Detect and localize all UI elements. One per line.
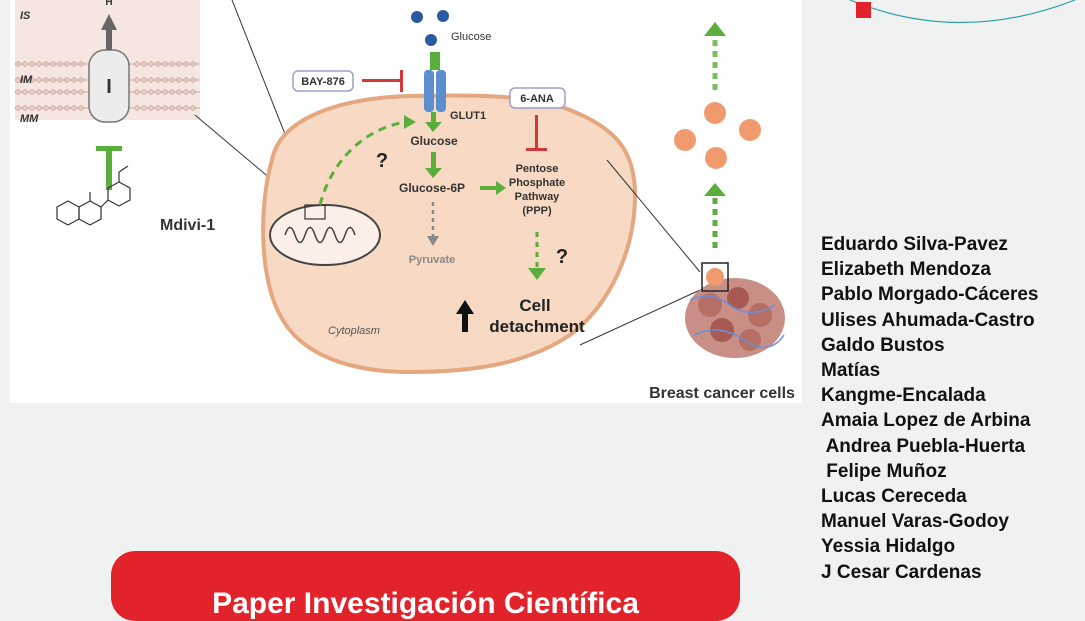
detached-cells-icon xyxy=(674,102,761,169)
author-name: J Cesar Cardenas xyxy=(821,561,982,583)
author-name: Galdo Bustos xyxy=(821,334,945,356)
pathway-figure: IS IM MM H I Mdivi-1 xyxy=(10,0,802,403)
6ana-label: 6-ANA xyxy=(520,93,554,105)
pyruvate-arrowhead xyxy=(427,236,439,246)
glut1-transporter-icon xyxy=(424,52,446,112)
mdivi-inhibition-icon xyxy=(96,146,122,190)
author-name: Kangme-Encalada xyxy=(821,385,986,407)
author-list: Eduardo Silva-Pavez Elizabeth Mendoza Pa… xyxy=(821,232,1039,585)
author-name: Yessia Hidalgo xyxy=(821,536,956,558)
tumor-zoom-line-bottom xyxy=(579,289,701,346)
glucose-inside-label: Glucose xyxy=(410,134,458,148)
ppp-line-2: Phosphate xyxy=(509,177,565,189)
migration-arrowhead-lower xyxy=(704,183,726,196)
channel-label: I xyxy=(106,76,112,98)
author-name: Matías xyxy=(821,360,881,382)
glucose-6p-label: Glucose-6P xyxy=(399,181,465,195)
bay876-label: BAY-876 xyxy=(301,76,345,88)
migration-arrowhead-upper xyxy=(704,22,726,36)
pathway-diagram: IS IM MM H I Mdivi-1 xyxy=(15,0,795,402)
mito-glucose-arrowhead xyxy=(404,115,416,129)
question-mark-1: ? xyxy=(376,150,388,172)
author-name: Eduardo Silva-Pavez xyxy=(821,234,1008,255)
title-banner: Paper Investigación Científica xyxy=(111,551,740,621)
ppp-flow-arrow xyxy=(480,181,506,195)
ppp-line-4: (PPP) xyxy=(522,205,552,217)
glucose-molecules-icon xyxy=(411,10,449,46)
question-mark-2: ? xyxy=(556,246,568,268)
author-name: Elizabeth Mendoza xyxy=(821,259,991,281)
author-name: Manuel Varas-Godoy xyxy=(821,511,1009,533)
glut1-label: GLUT1 xyxy=(450,110,486,122)
6ana-inhibition-icon xyxy=(526,115,547,151)
proton-label: H xyxy=(105,0,112,8)
label-mm: MM xyxy=(20,113,39,125)
tumor-zoom-line-top xyxy=(606,159,701,273)
cell-body xyxy=(261,93,638,375)
mitochondrion-icon xyxy=(269,204,381,266)
mito-glucose-arrow xyxy=(318,120,406,206)
breast-cancer-cells-label: Breast cancer cells xyxy=(649,385,795,402)
pyruvate-label: Pyruvate xyxy=(409,254,455,266)
tumor-cluster-icon xyxy=(685,262,785,358)
increase-arrow-icon xyxy=(456,300,474,332)
corner-decoration xyxy=(849,0,1076,24)
ppp-line-1: Pentose xyxy=(516,163,559,175)
detachment-arrowhead xyxy=(528,268,546,280)
cell-detachment-line-1: Cell xyxy=(519,296,550,315)
complex-i-channel-icon xyxy=(88,14,130,123)
author-name: Andrea Puebla-Huerta xyxy=(821,435,1026,457)
author-name: Pablo Morgado-Cáceres xyxy=(821,284,1039,306)
mdivi-molecule-icon xyxy=(56,165,131,226)
author-name: Ulises Ahumada-Castro xyxy=(821,309,1035,331)
ppp-line-3: Pathway xyxy=(515,191,561,203)
glucose-flow-arrow-2 xyxy=(425,152,442,178)
label-is: IS xyxy=(20,10,31,22)
cytoplasm-label: Cytoplasm xyxy=(328,325,380,337)
bay876-inhibition-icon xyxy=(362,70,403,92)
author-name: Amaia Lopez de Arbina xyxy=(821,410,1031,432)
glucose-flow-arrow-1 xyxy=(425,112,442,132)
6ana-box xyxy=(509,87,566,109)
glucose-outside-label: Glucose xyxy=(451,31,491,43)
lipid-heads xyxy=(15,61,196,111)
mdivi-label: Mdivi-1 xyxy=(160,217,215,234)
banner-title: Paper Investigación Científica xyxy=(212,587,639,620)
label-im: IM xyxy=(20,74,33,86)
author-name: Felipe Muñoz xyxy=(821,460,947,482)
cell-detachment-line-2: detachment xyxy=(489,317,585,336)
bay876-box xyxy=(292,70,354,92)
author-name: Lucas Cereceda xyxy=(821,486,967,508)
